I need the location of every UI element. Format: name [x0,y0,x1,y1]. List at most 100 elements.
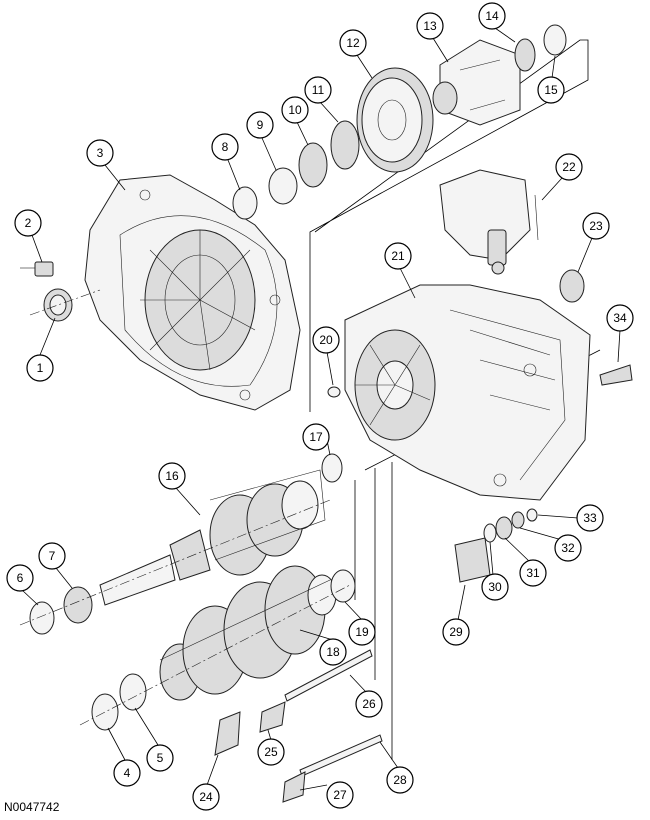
callout-2: 2 [14,209,42,237]
svg-text:26: 26 [362,697,376,711]
washer-part [526,508,538,522]
callout-8: 8 [211,133,239,161]
callout-31: 31 [519,559,547,587]
bearing-race-part [543,24,567,56]
shift-mechanism [439,169,531,275]
shift-fork [259,701,286,733]
svg-text:34: 34 [613,311,627,325]
callout-28: 28 [386,766,414,794]
svg-text:30: 30 [488,580,502,594]
svg-text:19: 19 [355,625,369,639]
callout-24: 24 [192,783,220,811]
svg-text:28: 28 [393,773,407,787]
callout-11: 11 [304,76,332,104]
callout-22: 22 [555,153,583,181]
callout-32: 32 [554,534,582,562]
seal-part [559,269,585,303]
svg-text:29: 29 [449,625,463,639]
bearing-race-part [119,673,147,711]
svg-text:1: 1 [37,361,44,375]
bearing-cup-part [232,186,258,220]
callout-20: 20 [312,326,340,354]
bearing-part [63,586,93,624]
bolt-part [534,194,539,241]
callout-23: 23 [582,212,610,240]
callout-29: 29 [442,618,470,646]
cover-part [454,537,491,583]
callout-17: 17 [302,423,330,451]
shift-fork [282,771,306,803]
callout-25: 25 [257,738,285,766]
callout-5: 5 [146,744,174,772]
callout-3: 3 [86,139,114,167]
svg-text:15: 15 [544,83,558,97]
washer-part [483,523,497,543]
callout-13: 13 [416,12,444,40]
callout-7: 7 [38,542,66,570]
gear-part [495,516,513,540]
svg-text:27: 27 [333,788,347,802]
svg-text:14: 14 [485,9,499,23]
svg-text:25: 25 [264,745,278,759]
axis-line [29,289,101,316]
callout-9: 9 [246,111,274,139]
callout-10: 10 [281,96,309,124]
callout-12: 12 [339,29,367,57]
seal-part-inner [49,294,67,316]
svg-text:4: 4 [124,766,131,780]
shift-rail [284,649,373,702]
svg-text:23: 23 [589,219,603,233]
axis-line [19,499,331,626]
clutch-housing [84,174,301,411]
callout-34: 34 [606,304,634,332]
svg-text:31: 31 [526,566,540,580]
callout-21: 21 [384,242,412,270]
svg-text:32: 32 [561,541,575,555]
gear-part [511,511,525,529]
transmission-case [344,284,591,501]
svg-text:22: 22 [562,160,576,174]
svg-text:10: 10 [288,103,302,117]
callout-14: 14 [478,2,506,30]
differential-case [432,39,521,126]
shift-fork [214,711,241,756]
pin-part [599,364,633,386]
svg-text:2: 2 [25,216,32,230]
callout-30: 30 [481,573,509,601]
output-shaft [159,565,337,701]
svg-text:33: 33 [583,511,597,525]
svg-text:9: 9 [257,118,264,132]
svg-text:20: 20 [319,333,333,347]
callout-18: 18 [319,638,347,666]
svg-text:18: 18 [326,645,340,659]
svg-text:13: 13 [423,19,437,33]
bearing-part [514,38,536,72]
axis-line [79,584,351,726]
sensor-part [20,261,54,277]
callout-6: 6 [6,564,34,592]
clip-part [29,601,55,635]
ring-gear [356,67,434,173]
callout-15: 15 [537,76,565,104]
bearing-race-part [330,569,356,603]
svg-text:17: 17 [309,430,323,444]
callout-26: 26 [355,690,383,718]
callout-4: 4 [113,759,141,787]
callout-16: 16 [158,462,186,490]
plug-part [327,386,341,398]
clip-part [91,693,119,731]
bearing-part [298,142,328,188]
input-shaft [99,469,326,606]
callout-19: 19 [348,618,376,646]
svg-text:11: 11 [312,83,325,97]
bearing-race-part [321,453,343,483]
callout-leaders [21,27,621,791]
svg-text:8: 8 [222,140,229,154]
bearing-part [330,120,360,170]
shift-rail [299,734,383,777]
svg-text:3: 3 [97,146,104,160]
svg-text:7: 7 [49,549,56,563]
callout-1: 1 [26,354,54,382]
bearing-cup-part [268,167,298,205]
